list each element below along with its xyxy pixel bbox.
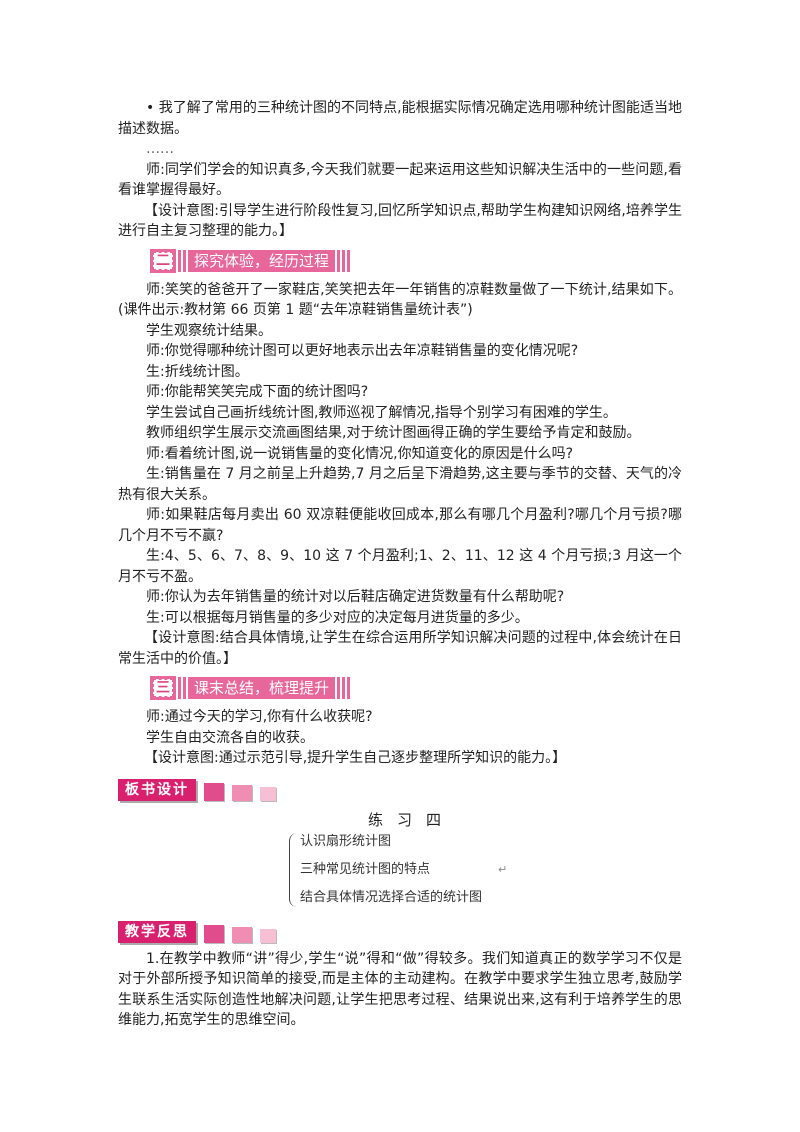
board-title: 练习四 <box>368 810 456 829</box>
paragraph: 师:笑笑的爸爸开了一家鞋店,笑笑把去年一年销售的凉鞋数量做了一下统计,结果如下。… <box>118 281 682 319</box>
tag-label: 板书设计 <box>118 778 196 801</box>
intro-bullet: • 我了解了常用的三种统计图的不同特点,能根据实际情况确定选用哪种统计图能适当地… <box>118 100 682 137</box>
tag-label: 教学反思 <box>118 920 196 943</box>
board-item: 认识扇形统计图 <box>300 833 392 849</box>
section-title: 探究体验，经历过程 <box>188 249 336 272</box>
paragraph: 师:你认为去年销售量的统计对以后鞋店确定进货数量有什么帮助呢? <box>146 589 565 605</box>
paragraph: 师:你觉得哪种统计图可以更好地表示出去年凉鞋销售量的变化情况呢? <box>146 343 579 359</box>
paragraph: 生:销售量在 7 月之前呈上升趋势,7 月之后呈下滑趋势,这主要与季节的交替、天… <box>118 466 682 503</box>
paragraph: 学生尝试自己画折线统计图,教师巡视了解情况,指导个别学习有困难的学生。 <box>146 404 617 421</box>
reflection-text: 1.在教学中教师“讲”得少,学生“说”得和“做”得较多。我们知道真正的数学学习不… <box>118 950 682 1029</box>
design-intent-3: 【设计意图:通过示范引导,提升学生自己逐步整理所学知识的能力。】 <box>144 750 567 766</box>
board-item: 三种常见统计图的特点 <box>300 861 431 877</box>
section-number: 二 <box>153 251 173 270</box>
design-intent-2: 【设计意图:结合具体情境,让学生在综合运用所学知识解决问题的过程中,体会统计在日… <box>118 630 682 667</box>
paragraph: 师:通过今天的学习,你有什么收获呢? <box>146 709 373 725</box>
section-2-body: 师:笑笑的爸爸开了一家鞋店,笑笑把去年一年销售的凉鞋数量做了一下统计,结果如下。… <box>118 280 682 629</box>
paragraph: 师:如果鞋店每月卖出 60 双凉鞋便能收回成本,那么有哪几个月盈利?哪几个月亏损… <box>118 507 682 544</box>
paragraph: 学生自由交流各自的收获。 <box>146 729 314 746</box>
reflection-tag: 教学反思 <box>118 920 682 943</box>
section-title: 课末总结，梳理提升 <box>188 677 336 699</box>
section-number: 三 <box>153 679 173 697</box>
brace <box>289 832 298 907</box>
intro-teacher: 师:同学们学会的知识真多,今天我们就要一起来运用这些知识解决生活中的一些问题,看… <box>118 161 682 199</box>
return-mark: ↵ <box>498 862 508 876</box>
document-body: • 我了解了常用的三种统计图的不同特点,能根据实际情况确定选用哪种统计图能适当地… <box>118 98 682 1031</box>
paragraph: 学生观察统计结果。 <box>146 322 272 339</box>
board-design: 练习四 认识扇形统计图 三种常见统计图的特点 ↵ 结合具体情况选择合适的统计图 <box>118 807 682 911</box>
board-item: 结合具体情况选择合适的统计图 <box>300 889 483 905</box>
paragraph: 师:你能帮笑笑完成下面的统计图吗? <box>146 384 369 400</box>
paragraph: 师:看着统计图,说一说销售量的变化情况,你知道变化的原因是什么吗? <box>146 445 574 462</box>
paragraph: 生:折线统计图。 <box>146 363 249 380</box>
design-intent-1: 【设计意图:引导学生进行阶段性复习,回忆所学知识点,帮助学生构建知识网络,培养学… <box>118 202 682 240</box>
paragraph: 生:可以根据每月销售量的多少对应的决定每月进货量的多少。 <box>146 609 529 626</box>
section-3-banner: 三 课末总结，梳理提升 <box>150 676 682 700</box>
ellipsis: …… <box>146 141 174 157</box>
section-2-banner: 二 探究体验，经历过程 <box>150 248 682 273</box>
paragraph: 教师组织学生展示交流画图结果,对于统计图画得正确的学生要给予肯定和鼓励。 <box>146 425 641 441</box>
board-design-tag: 板书设计 <box>118 778 682 801</box>
paragraph: 生:4、5、6、7、8、9、10 这 7 个月盈利;1、2、11、12 这 4 … <box>118 548 682 585</box>
